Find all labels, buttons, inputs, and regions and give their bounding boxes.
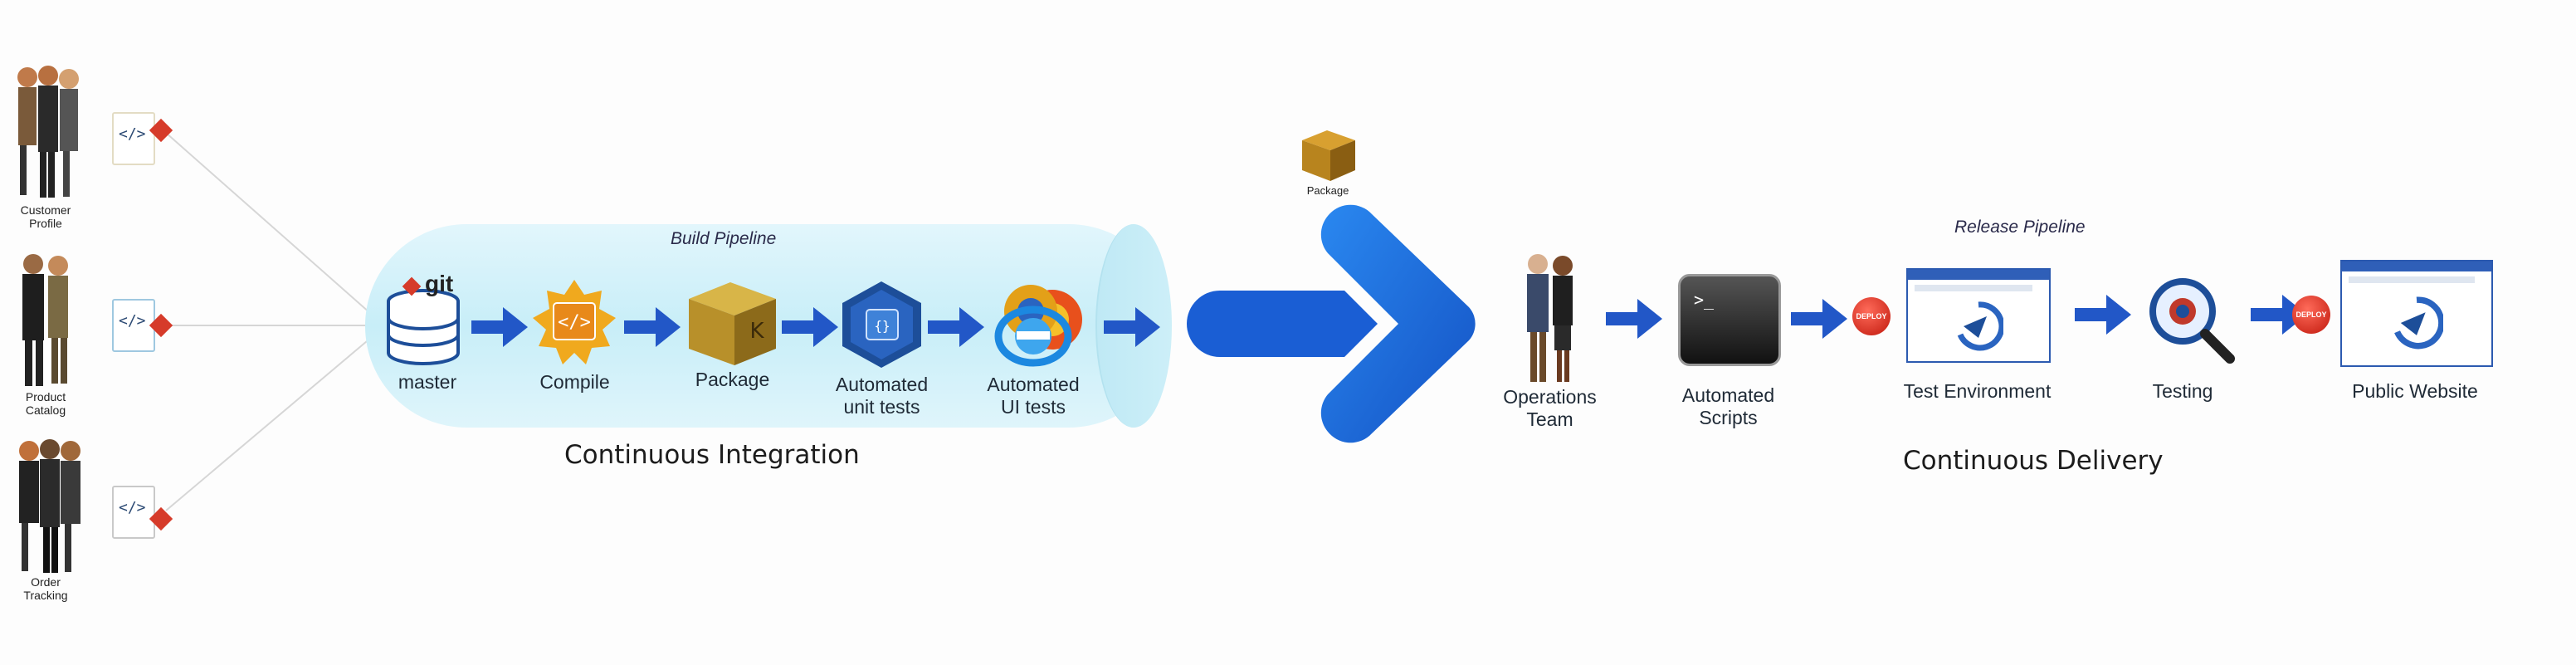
big-handoff-arrow xyxy=(1187,204,1476,443)
compile-gear-icon: </> xyxy=(533,280,616,364)
package-label: Package xyxy=(1306,184,1349,197)
svg-text:K: K xyxy=(749,319,764,344)
package-box-icon xyxy=(1302,130,1355,181)
people-group-icon xyxy=(17,66,79,198)
svg-text:</>: </> xyxy=(558,312,591,333)
continuous-integration-label: Continuous Integration xyxy=(564,440,860,470)
people-group-icon xyxy=(22,254,68,386)
browser-window-icon xyxy=(1906,268,2051,363)
stage-label: Compile xyxy=(539,371,610,393)
release-pipeline-title: Release Pipeline xyxy=(1954,218,2086,237)
deploy-button[interactable]: DEPLOY xyxy=(2292,296,2330,334)
database-icon xyxy=(387,289,460,365)
deploy-button[interactable]: DEPLOY xyxy=(1852,297,1891,335)
browsers-icon xyxy=(994,285,1082,367)
unit-test-hexagon-icon: {} xyxy=(842,281,921,368)
code-file-icon: </> xyxy=(112,486,155,539)
terminal-icon: >_ xyxy=(1678,274,1781,366)
stage-label: Public Website xyxy=(2352,380,2478,402)
continuous-delivery-label: Continuous Delivery xyxy=(1903,446,2164,476)
browser-window-icon xyxy=(2340,260,2493,367)
git-logo-text: git xyxy=(425,271,454,296)
stage-label: master xyxy=(398,371,457,393)
app-logo-icon xyxy=(2394,296,2443,350)
app-logo-icon xyxy=(1957,301,2003,351)
stage-label: Testing xyxy=(2152,380,2213,402)
stage-label: Test Environment xyxy=(1903,380,2052,402)
operations-team-icon xyxy=(1527,254,1573,382)
code-file-icon: </> xyxy=(112,112,155,165)
svg-text:{}: {} xyxy=(874,318,890,334)
people-group-icon xyxy=(19,439,80,573)
package-box-icon: K xyxy=(689,282,776,365)
stage-label: Package xyxy=(695,369,770,390)
magnifier-bug-icon xyxy=(2149,278,2235,364)
build-pipeline-title: Build Pipeline xyxy=(671,229,777,248)
